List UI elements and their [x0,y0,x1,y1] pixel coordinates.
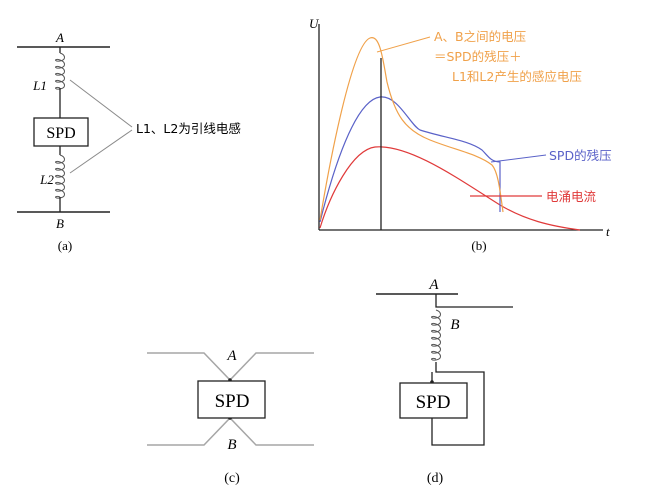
leader-spd-residual [490,154,547,163]
terminal-a-label: A [55,30,64,45]
terminal-a-label-d: A [428,277,439,293]
spd-box-a [33,117,89,147]
spd-residual-label: SPD的残压 [549,148,612,163]
panel-c: A B SPD (c) [147,348,314,486]
caption-d: (d) [427,471,444,486]
spd-label-d: SPD [416,392,451,413]
curve-ab-voltage [319,37,504,221]
inductor-l1-label: L1 [32,78,47,93]
surge-current-label: 电涌电流 [546,189,597,204]
x-axis-label: t [606,224,610,239]
spd-label-a: SPD [46,125,75,142]
curve-surge-current [319,146,581,231]
terminal-b-label-c: B [227,437,236,453]
caption-b: (b) [471,238,486,253]
panel-d: A B SPD (d) [376,277,513,486]
y-axis-label: U [309,16,320,31]
curve-spd-residual [319,96,501,223]
inductor-l1-coil [55,52,65,90]
lead-inductance-annotation: L1、L2为引线电感 [136,121,241,136]
inductor-l2-coil [55,154,65,199]
loop-wire-d [431,362,485,446]
caption-c: (c) [224,471,240,486]
coil-label-d: B [450,317,459,333]
panel-a: A B L1 SPD L2 L1、L2为引线电感 (a) [17,30,241,253]
spd-box-c [197,380,266,419]
ab-voltage-label-line2: ＝SPD的残压＋ [434,49,522,64]
inductor-l2-label: L2 [39,172,54,187]
leader-line-l2 [69,129,133,174]
lead-coil-d [431,309,441,361]
ab-voltage-label-line1: A、B之间的电压 [434,29,526,44]
terminal-a-label-c: A [226,348,237,364]
leader-ab-voltage [376,36,431,53]
spd-label-c: SPD [215,391,250,412]
terminal-b-label: B [56,216,64,231]
panel-b: U t A、B之间的电压 ＝SPD的残压＋ L1和L2产生的感应电压 SPD的残… [309,16,612,253]
leader-line-l1 [69,79,133,128]
ab-voltage-label-line3: L1和L2产生的感应电压 [452,69,582,84]
busbar-d-right [435,294,513,308]
caption-a: (a) [58,238,72,253]
spd-box-d [399,382,468,419]
